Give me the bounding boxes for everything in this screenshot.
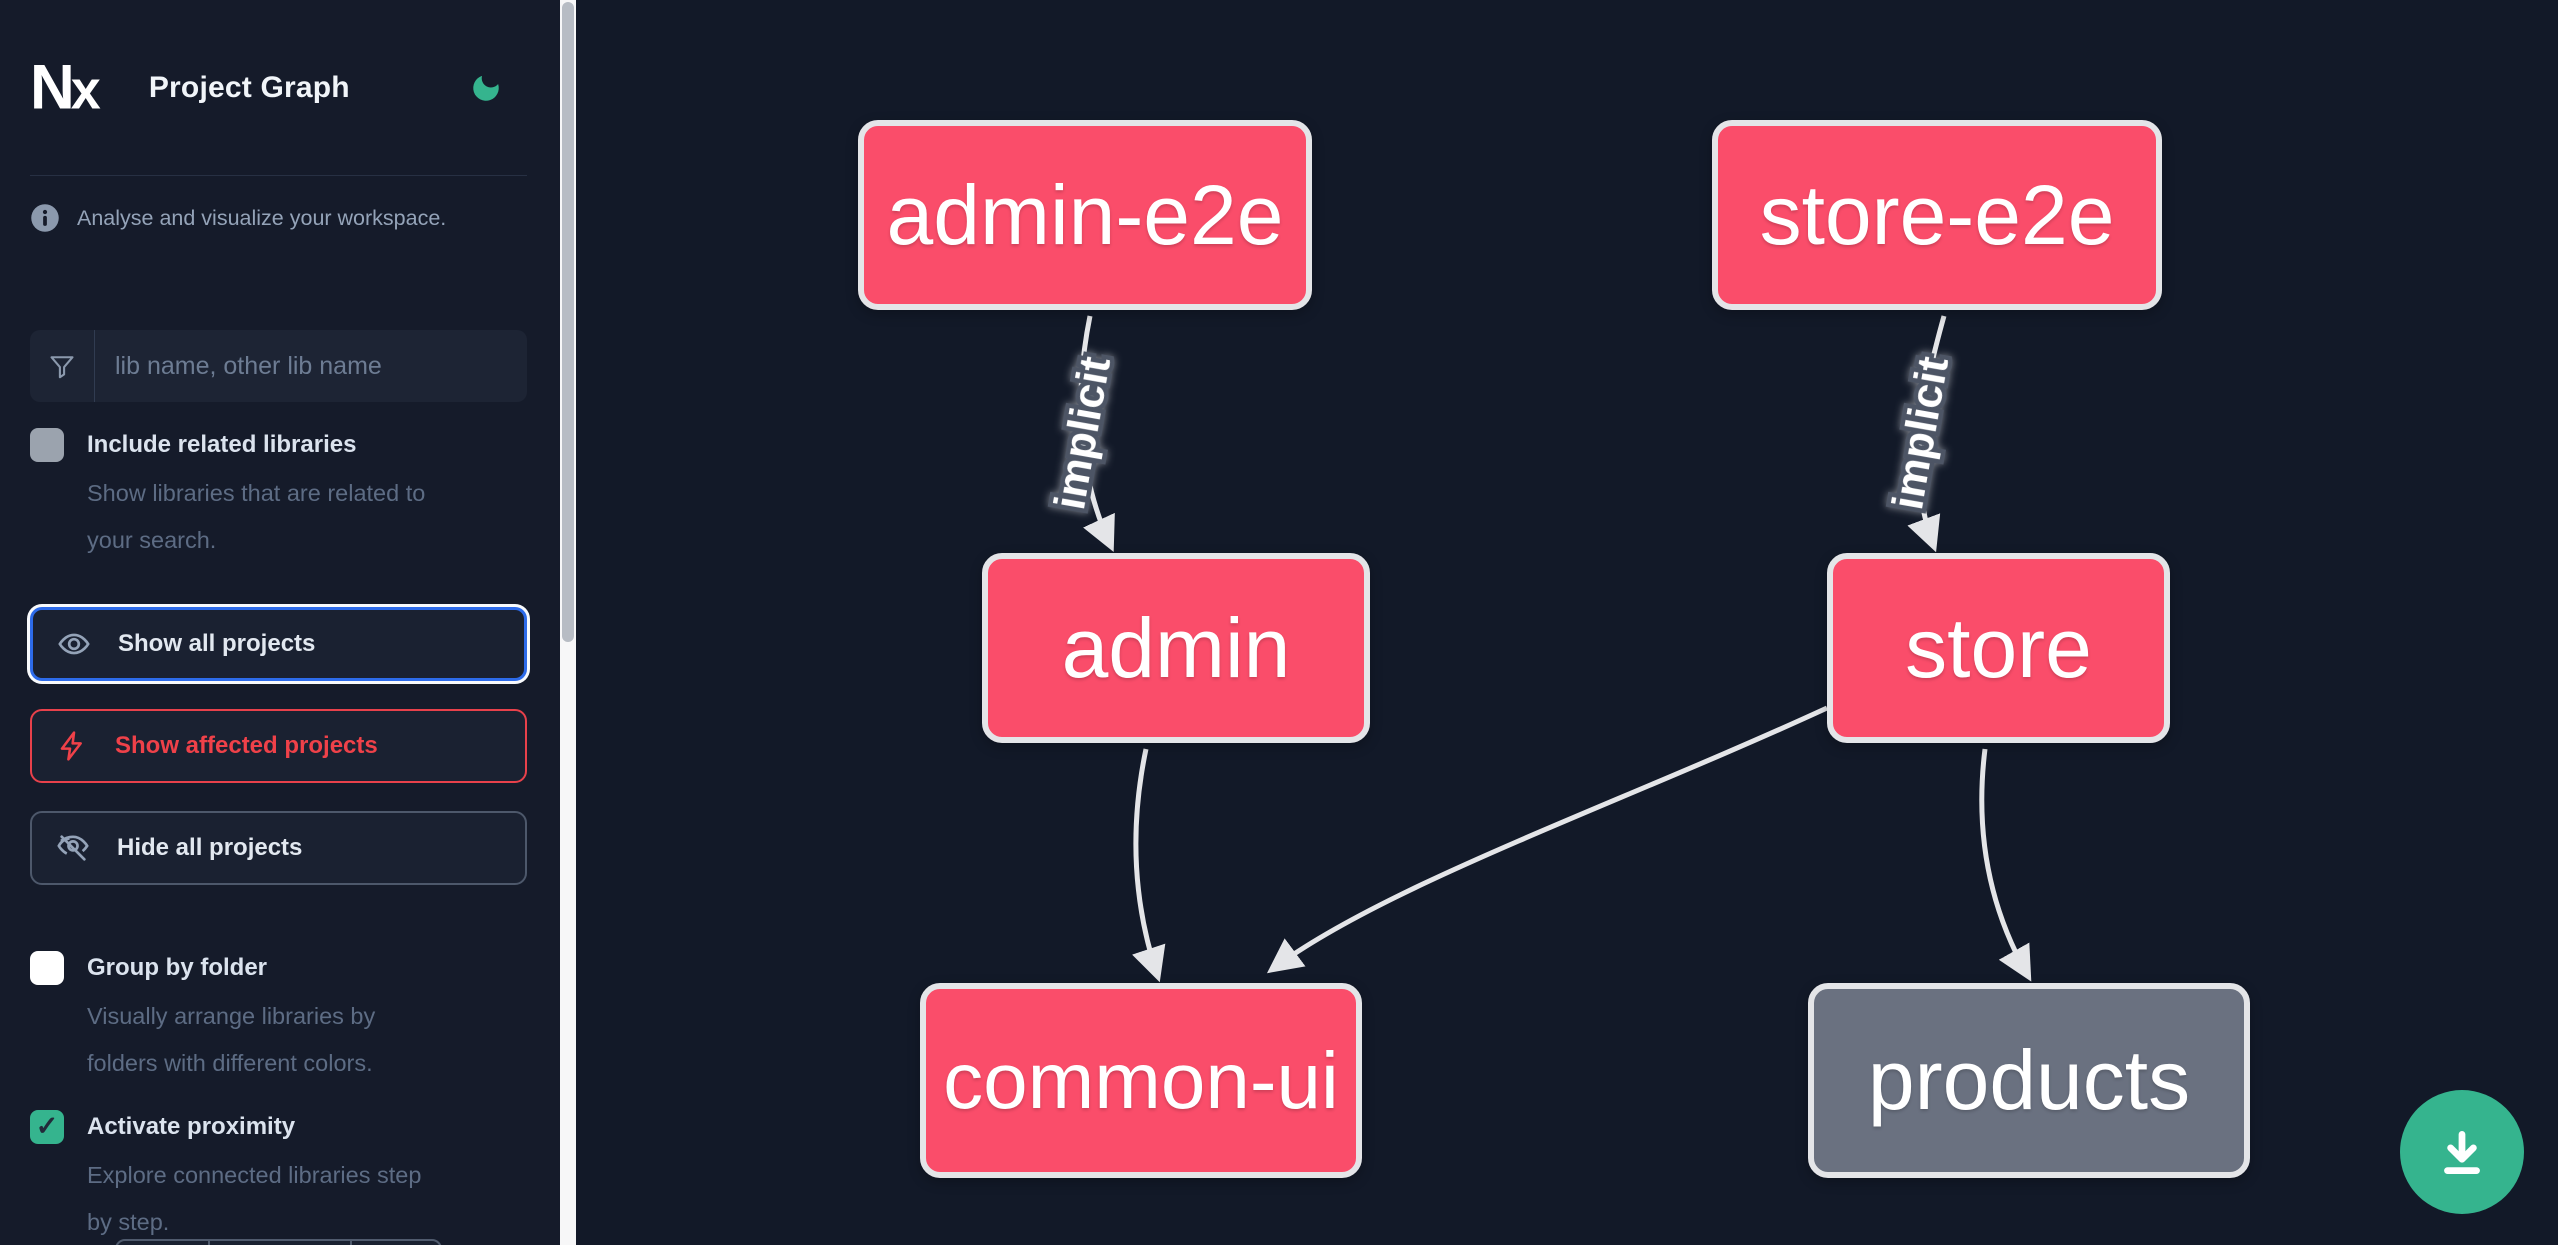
toggle-group-by-folder: Group by folder Visually arrange librari… <box>30 951 527 1087</box>
check-icon: ✓ <box>35 1110 59 1141</box>
show-affected-projects-label: Show affected projects <box>115 732 378 759</box>
show-all-projects-label: Show all projects <box>118 630 316 657</box>
activate-proximity-label: Activate proximity <box>87 1113 296 1140</box>
group-by-folder-description: Visually arrange libraries by folders wi… <box>87 1003 376 1076</box>
toggle-include-related: Include related libraries Show libraries… <box>30 428 527 564</box>
include-related-label: Include related libraries <box>87 431 357 458</box>
graph-node-common-ui[interactable]: common-ui <box>920 983 1362 1178</box>
sidebar-scrollbar-thumb[interactable] <box>562 2 574 642</box>
show-all-projects-button[interactable]: Show all projects <box>30 607 527 681</box>
search-input[interactable] <box>95 330 527 402</box>
graph-node-admin[interactable]: admin <box>982 553 1370 743</box>
include-related-description: Show libraries that are related to your … <box>87 480 426 553</box>
include-related-checkbox[interactable] <box>30 428 64 462</box>
nx-logo: Nx <box>30 51 101 123</box>
proximity-increment-button[interactable] <box>350 1241 440 1245</box>
graph-node-store[interactable]: store <box>1827 553 2170 743</box>
edge-store-to-products <box>1979 748 2032 982</box>
edge-admin-to-common-ui <box>1132 748 1166 983</box>
activate-proximity-checkbox[interactable]: ✓ <box>30 1110 64 1144</box>
info-icon <box>31 204 59 232</box>
download-icon <box>2444 1131 2480 1175</box>
edge-label-implicit-store: implicit <box>1883 353 1958 514</box>
graph-edges: implicit implicit <box>1040 315 2032 983</box>
graph-canvas[interactable]: implicit implicit admin-e2e store-e2e ad… <box>576 0 2558 1245</box>
tagline-row: Analyse and visualize your workspace. <box>30 203 527 233</box>
hide-all-projects-label: Hide all projects <box>117 834 303 861</box>
graph-node-store-e2e[interactable]: store-e2e <box>1712 120 2162 310</box>
bolt-icon <box>60 731 82 761</box>
sidebar: Nx Project Graph Analyse and visualize y… <box>0 0 560 1245</box>
edge-store-e2e-to-store <box>1907 315 1947 553</box>
dark-mode-toggle[interactable] <box>467 69 505 107</box>
show-affected-projects-button[interactable]: Show affected projects <box>30 709 527 783</box>
group-by-folder-checkbox[interactable] <box>30 951 64 985</box>
edge-admin-e2e-to-admin <box>1078 315 1115 552</box>
project-visibility-buttons: Show all projects Show affected projects <box>30 607 527 885</box>
filter-funnel-icon <box>30 330 95 402</box>
toggle-activate-proximity: ✓ Activate proximity Explore connected l… <box>30 1110 527 1245</box>
search-box <box>30 330 527 402</box>
activate-proximity-description: Explore connected libraries step by step… <box>87 1162 422 1235</box>
eye-icon <box>58 633 90 655</box>
sidebar-header: Nx Project Graph <box>30 0 527 176</box>
graph-node-products[interactable]: products <box>1808 983 2250 1178</box>
proximity-decrement-button[interactable] <box>117 1241 208 1245</box>
proximity-depth-control <box>115 1239 442 1245</box>
group-by-folder-label: Group by folder <box>87 954 267 981</box>
page-title: Project Graph <box>148 70 350 104</box>
edge-store-to-common-ui <box>1266 705 1829 974</box>
sidebar-scrollbar-track[interactable] <box>560 0 576 1245</box>
moon-icon <box>473 75 499 101</box>
download-image-button[interactable] <box>2400 1090 2524 1214</box>
eye-off-icon <box>57 835 89 861</box>
proximity-depth-value <box>208 1241 350 1245</box>
edge-label-implicit-admin: implicit <box>1045 353 1120 514</box>
tagline-text: Analyse and visualize your workspace. <box>77 205 447 230</box>
graph-node-admin-e2e[interactable]: admin-e2e <box>858 120 1312 310</box>
hide-all-projects-button[interactable]: Hide all projects <box>30 811 527 885</box>
